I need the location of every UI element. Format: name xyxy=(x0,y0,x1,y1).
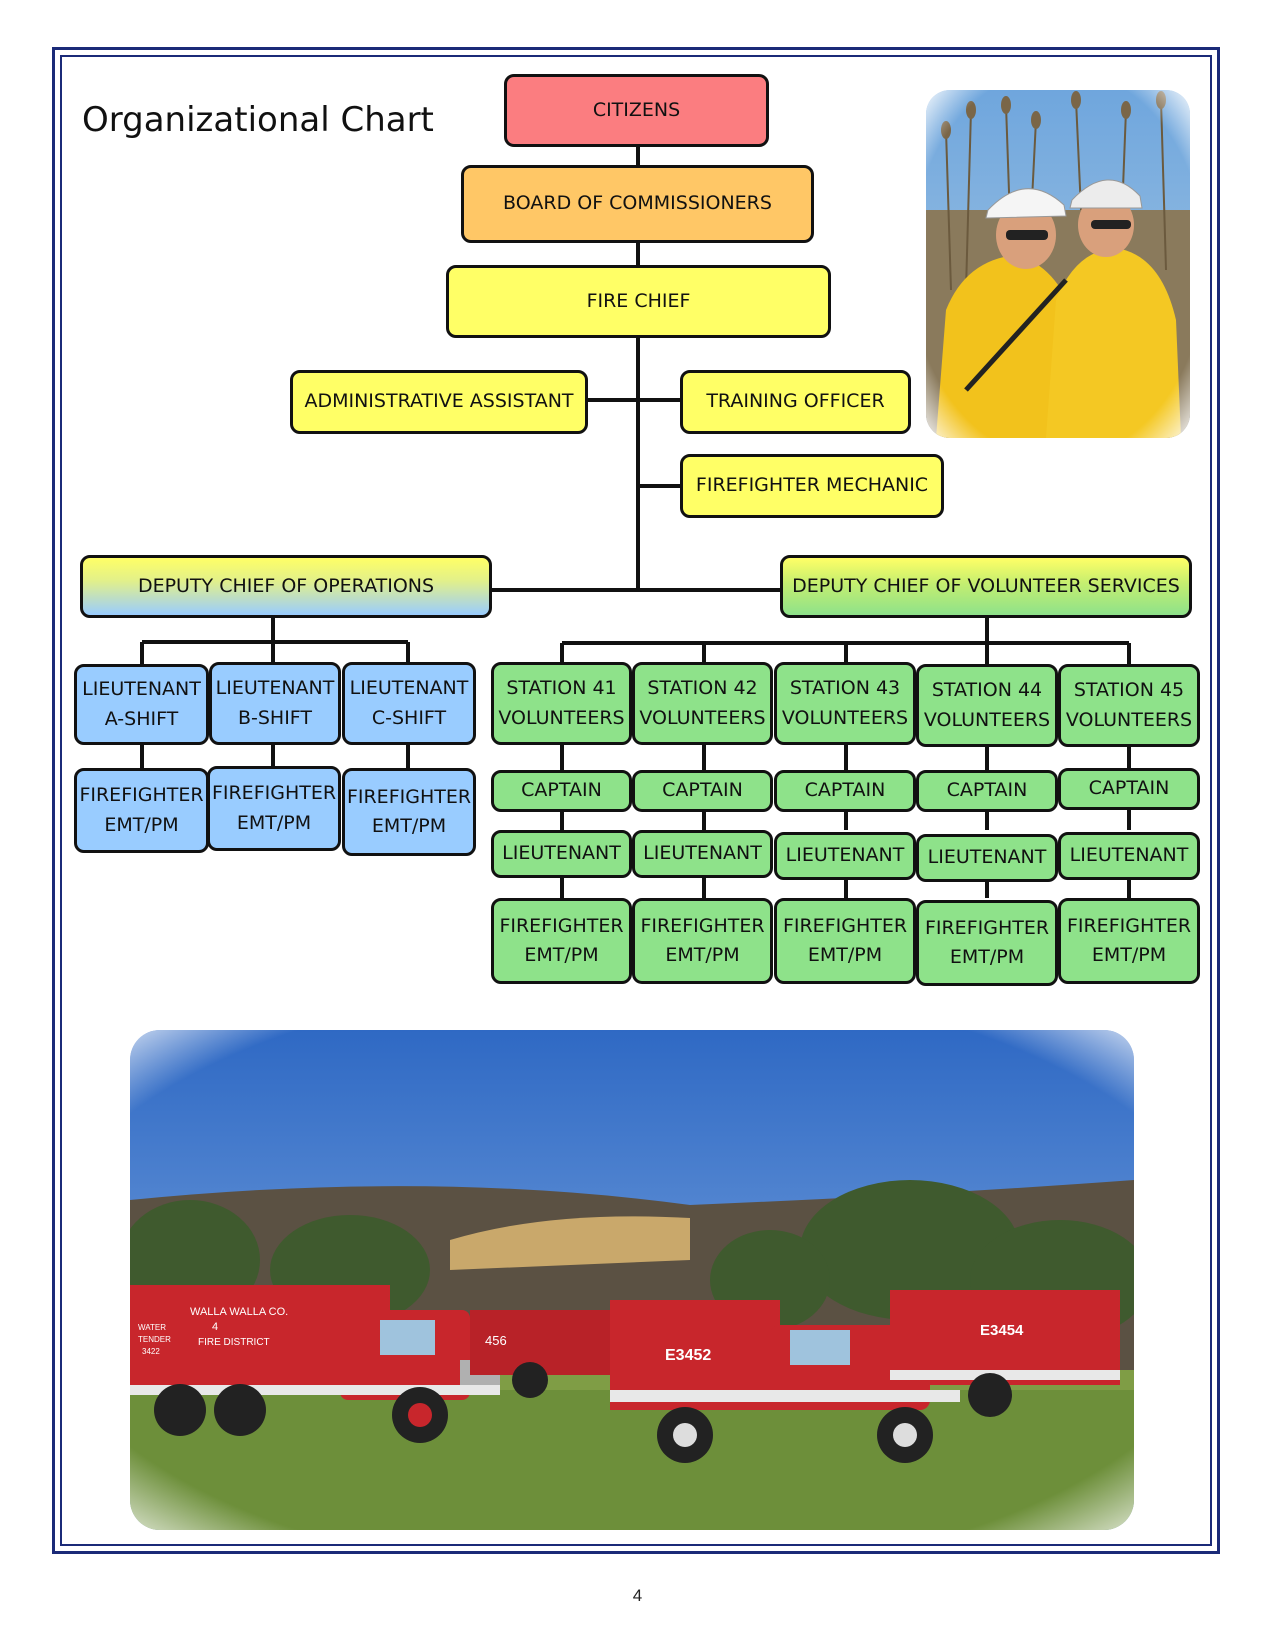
lieutenant-c-shift-box: LIEUTENANT C-SHIFT xyxy=(342,662,476,745)
firefighter-b-shift-label: FIREFIGHTER EMT/PM xyxy=(211,782,337,834)
lieutenant-b-shift-box: LIEUTENANT B-SHIFT xyxy=(209,662,341,745)
captain-42-box: CAPTAIN xyxy=(632,770,773,812)
lieutenant-42-label: LIEUTENANT xyxy=(643,842,762,865)
firefighter-44-box: FIREFIGHTER EMT/PM xyxy=(916,900,1058,986)
station-41-label: STATION 41 VOLUNTEERS xyxy=(498,677,625,729)
deputy-chief-volunteer-box: DEPUTY CHIEF OF VOLUNTEER SERVICES xyxy=(780,555,1192,618)
citizens-box: CITIZENS xyxy=(504,74,769,147)
station-44-label: STATION 44 VOLUNTEERS xyxy=(923,679,1051,731)
lieutenant-a-shift-label: LIEUTENANT A-SHIFT xyxy=(82,678,201,730)
citizens-label: CITIZENS xyxy=(592,98,681,121)
lieutenant-43-label: LIEUTENANT xyxy=(785,844,905,867)
lieutenant-c-shift-label: LIEUTENANT C-SHIFT xyxy=(349,677,469,729)
lieutenant-41-label: LIEUTENANT xyxy=(502,842,621,865)
station-41-box: STATION 41 VOLUNTEERS xyxy=(491,662,632,745)
firefighter-43-box: FIREFIGHTER EMT/PM xyxy=(774,898,916,984)
firefighter-42-box: FIREFIGHTER EMT/PM xyxy=(632,898,773,984)
board-label: BOARD OF COMMISSIONERS xyxy=(503,192,772,215)
page-border-inner xyxy=(60,55,1212,1546)
station-42-label: STATION 42 VOLUNTEERS xyxy=(639,677,766,729)
deputy-chief-operations-box: DEPUTY CHIEF OF OPERATIONS xyxy=(80,555,492,618)
firefighters-photo xyxy=(926,90,1190,438)
firefighter-mechanic-box: FIREFIGHTER MECHANIC xyxy=(680,454,944,518)
lieutenant-43-box: LIEUTENANT xyxy=(774,832,916,880)
captain-45-box: CAPTAIN xyxy=(1058,768,1200,810)
captain-44-box: CAPTAIN xyxy=(916,770,1058,812)
captain-44-label: CAPTAIN xyxy=(946,779,1028,802)
station-45-label: STATION 45 VOLUNTEERS xyxy=(1065,679,1193,731)
station-42-box: STATION 42 VOLUNTEERS xyxy=(632,662,773,745)
firefighter-43-label: FIREFIGHTER EMT/PM xyxy=(782,914,908,966)
training-officer-box: TRAINING OFFICER xyxy=(680,370,911,434)
lieutenant-42-box: LIEUTENANT xyxy=(632,830,773,878)
lieutenant-b-shift-label: LIEUTENANT B-SHIFT xyxy=(215,677,335,729)
admin-assistant-label: ADMINISTRATIVE ASSISTANT xyxy=(304,390,574,413)
captain-43-label: CAPTAIN xyxy=(804,779,886,802)
board-of-commissioners-box: BOARD OF COMMISSIONERS xyxy=(461,165,814,243)
lieutenant-a-shift-box: LIEUTENANT A-SHIFT xyxy=(74,664,209,745)
captain-43-box: CAPTAIN xyxy=(774,770,916,812)
firefighter-44-label: FIREFIGHTER EMT/PM xyxy=(924,916,1050,968)
station-43-label: STATION 43 VOLUNTEERS xyxy=(781,677,909,729)
captain-41-box: CAPTAIN xyxy=(491,770,632,812)
lieutenant-45-box: LIEUTENANT xyxy=(1058,832,1200,880)
station-45-box: STATION 45 VOLUNTEERS xyxy=(1058,664,1200,747)
firefighter-41-label: FIREFIGHTER EMT/PM xyxy=(499,914,624,966)
fire-chief-box: FIRE CHIEF xyxy=(446,265,831,338)
page-border-outer xyxy=(52,47,1220,1554)
fire-trucks-photo: WALLA WALLA CO. 4 FIRE DISTRICT WATER TE… xyxy=(130,1030,1134,1530)
firefighter-mechanic-label: FIREFIGHTER MECHANIC xyxy=(695,474,929,497)
page-title: Organizational Chart xyxy=(82,100,434,140)
firefighter-45-label: FIREFIGHTER EMT/PM xyxy=(1066,914,1192,966)
firefighter-a-shift-label: FIREFIGHTER EMT/PM xyxy=(79,784,204,836)
training-officer-label: TRAINING OFFICER xyxy=(706,390,885,413)
station-44-box: STATION 44 VOLUNTEERS xyxy=(916,664,1058,747)
firefighter-41-box: FIREFIGHTER EMT/PM xyxy=(491,898,632,984)
lieutenant-45-label: LIEUTENANT xyxy=(1069,844,1189,867)
lieutenant-44-label: LIEUTENANT xyxy=(927,846,1047,869)
station-43-box: STATION 43 VOLUNTEERS xyxy=(774,662,916,745)
firefighter-42-label: FIREFIGHTER EMT/PM xyxy=(640,914,765,966)
captain-41-label: CAPTAIN xyxy=(521,779,602,802)
captain-45-label: CAPTAIN xyxy=(1088,777,1170,800)
lieutenant-41-box: LIEUTENANT xyxy=(491,830,632,878)
lieutenant-44-box: LIEUTENANT xyxy=(916,834,1058,882)
deputy-volunteer-label: DEPUTY CHIEF OF VOLUNTEER SERVICES xyxy=(792,574,1180,597)
captain-42-label: CAPTAIN xyxy=(662,779,743,802)
deputy-operations-label: DEPUTY CHIEF OF OPERATIONS xyxy=(137,574,435,597)
firefighter-45-box: FIREFIGHTER EMT/PM xyxy=(1058,898,1200,984)
firefighter-c-shift-label: FIREFIGHTER EMT/PM xyxy=(346,785,472,837)
administrative-assistant-box: ADMINISTRATIVE ASSISTANT xyxy=(290,370,588,434)
firefighter-c-shift-box: FIREFIGHTER EMT/PM xyxy=(342,768,476,856)
page-number: 4 xyxy=(632,1586,643,1605)
firefighter-b-shift-box: FIREFIGHTER EMT/PM xyxy=(207,766,341,851)
fire-chief-label: FIRE CHIEF xyxy=(586,289,691,312)
firefighter-a-shift-box: FIREFIGHTER EMT/PM xyxy=(74,768,209,853)
